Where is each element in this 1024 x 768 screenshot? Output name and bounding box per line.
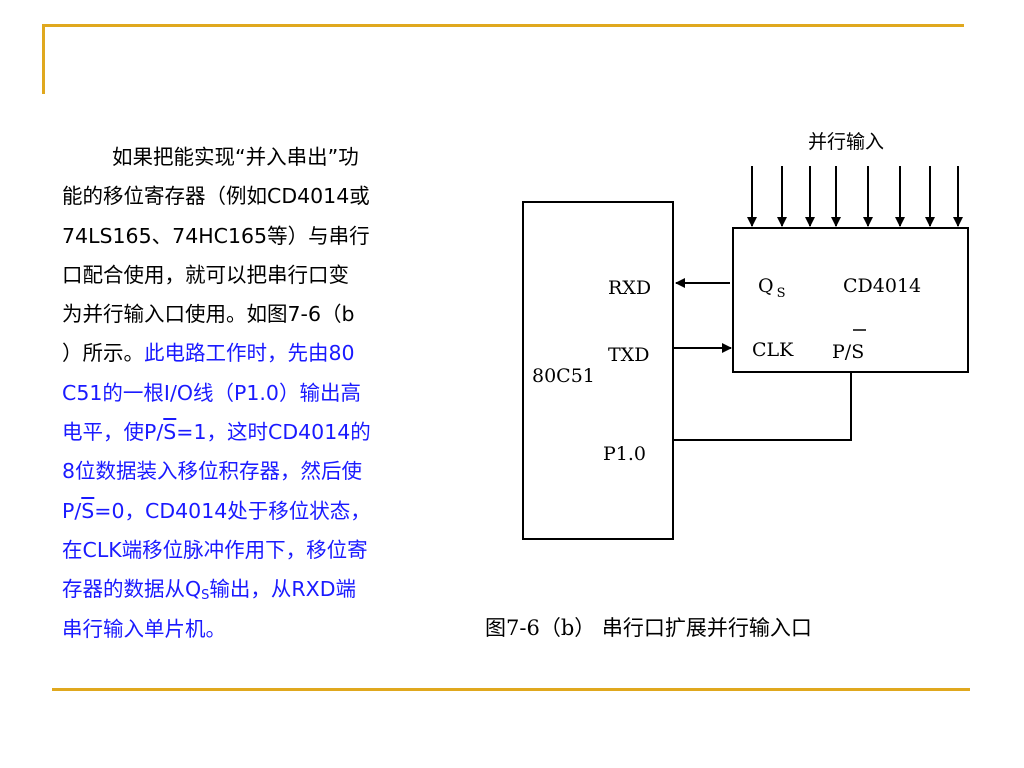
frame-bottom-rule — [52, 688, 970, 691]
description-paragraph: 如果把能实现“并入串出”功 能的移位寄存器（例如CD4014或 74LS165、… — [62, 138, 452, 649]
p10-wire — [673, 372, 852, 441]
mcu-box — [522, 201, 674, 540]
qs-q: Q — [758, 275, 774, 297]
text-line: 电平，使P/S=1，这时CD4014的 — [62, 413, 452, 452]
text-line: 8位数据装入移位积存器，然后使 — [62, 459, 363, 484]
parallel-input-arrows — [747, 166, 963, 227]
text-line: 如果把能实现“并入串出”功 — [112, 145, 359, 169]
text-line: 74LS165、74HC165等）与串行 — [62, 223, 370, 248]
text-segment: 输出，从RXD端 — [209, 577, 356, 602]
clk-label: CLK — [752, 339, 794, 361]
chip-label: CD4014 — [843, 275, 921, 297]
ps-p: P/ — [832, 341, 852, 363]
text-segment: =0，CD4014处于移位状态， — [94, 498, 371, 523]
parallel-input-label: 并行输入 — [808, 131, 884, 153]
text-segment: 存器的数据从Q — [62, 577, 202, 602]
figure-caption: 图7-6（b） 串行口扩展并行输入口 — [485, 616, 812, 640]
text-line: 在CLK端移位脉冲作用下，移位寄 — [62, 537, 368, 562]
s-overline: S — [163, 420, 177, 445]
text-line: 能的移位寄存器（例如CD4014或 — [62, 184, 370, 209]
text-segment: ）所示。 — [62, 341, 144, 366]
rxd-label: RXD — [608, 277, 651, 299]
text-line: 口配合使用，就可以把串行口变 — [62, 262, 349, 287]
text-line: 串行输入单片机。 — [62, 616, 226, 641]
text-segment-highlight: 此电路工作时，先由80 — [144, 341, 355, 366]
text-line: 为并行输入口使用。如图7-6（b — [62, 302, 355, 327]
p10-label: P1.0 — [603, 443, 646, 465]
ps-label: P/S — [832, 341, 864, 363]
subscript-s: S — [201, 588, 210, 604]
text-line: P/S=0，CD4014处于移位状态， — [62, 492, 452, 531]
text-line: ）所示。此电路工作时，先由80 — [62, 334, 452, 373]
text-segment: P/ — [62, 498, 82, 523]
frame-left-accent — [42, 24, 45, 94]
frame-top-rule — [42, 24, 964, 27]
qs-sub: S — [777, 286, 786, 301]
text-line: C51的一根I/O线（P1.0）输出高 — [62, 380, 361, 405]
ps-s: S — [851, 341, 864, 363]
text-segment: =1，这时CD4014的 — [176, 420, 371, 445]
text-segment: 电平，使P/ — [62, 420, 164, 445]
text-line: 存器的数据从QS输出，从RXD端 — [62, 570, 452, 609]
mcu-label: 80C51 — [532, 365, 595, 387]
txd-label: TXD — [608, 344, 649, 366]
s-overline: S — [81, 498, 95, 523]
